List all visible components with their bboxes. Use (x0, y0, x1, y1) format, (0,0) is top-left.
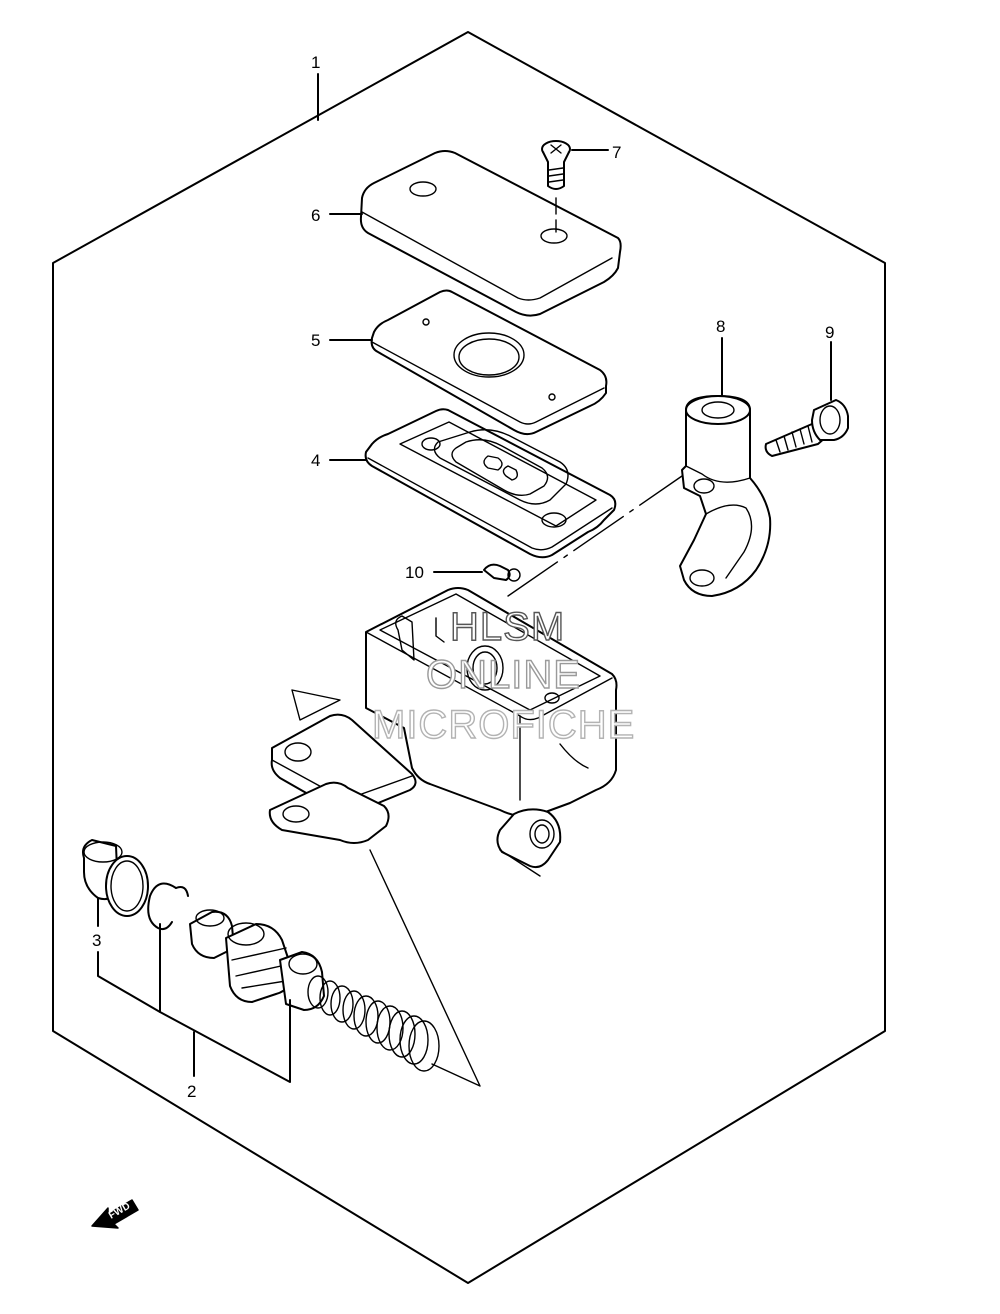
callout-4: 4 (311, 451, 320, 470)
callout-10: 10 (405, 563, 424, 582)
return-spring (307, 975, 440, 1072)
diaphragm-plate (370, 289, 608, 436)
circlip (147, 882, 189, 931)
cap-screw (541, 140, 571, 233)
diaphragm-gasket (364, 408, 617, 559)
watermark-line-1: HLSM (450, 605, 565, 649)
forward-arrow-icon: FWD (91, 1199, 139, 1229)
watermark-line-3: MICROFICHE (372, 703, 635, 747)
callout-9: 9 (825, 323, 834, 342)
handlebar-clamp (679, 395, 772, 597)
piston-assembly (189, 909, 325, 1011)
callout-leaders (97, 73, 832, 1083)
assembly-frame (52, 31, 886, 1284)
master-cylinder-body (268, 587, 618, 877)
callout-6: 6 (311, 206, 320, 225)
callout-1: 1 (311, 53, 320, 72)
callout-5: 5 (311, 331, 320, 350)
small-clip (483, 563, 521, 582)
callout-3: 3 (92, 931, 101, 950)
callout-8: 8 (716, 317, 725, 336)
piston-boot (82, 839, 149, 917)
watermark-line-2: ONLINE (426, 653, 581, 697)
clamp-bolt (764, 399, 849, 457)
callout-2: 2 (187, 1082, 196, 1101)
callout-7: 7 (612, 143, 621, 162)
reservoir-cap (359, 150, 622, 317)
